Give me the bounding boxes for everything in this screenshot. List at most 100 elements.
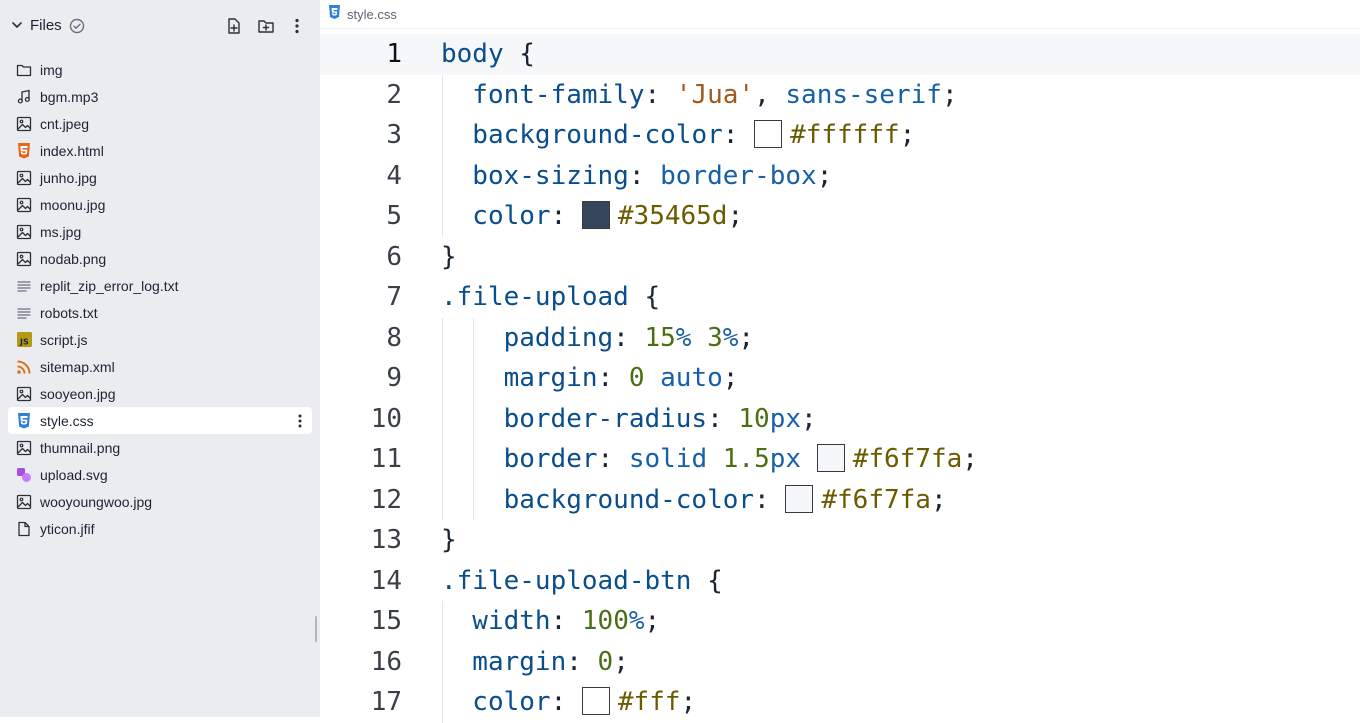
file-tree-item[interactable]: bgm.mp3 bbox=[8, 83, 312, 110]
file-tree-item[interactable]: moonu.jpg bbox=[8, 191, 312, 218]
file-tree-item[interactable]: wooyoungwoo.jpg bbox=[8, 488, 312, 515]
file-name: yticon.jfif bbox=[40, 520, 95, 537]
color-swatch[interactable] bbox=[754, 120, 783, 148]
files-title: Files bbox=[30, 17, 62, 34]
file-tree-item[interactable]: sooyeon.jpg bbox=[8, 380, 312, 407]
color-swatch[interactable] bbox=[785, 484, 814, 513]
image-icon bbox=[16, 170, 32, 186]
indent-guide bbox=[473, 398, 475, 439]
file-tree-item[interactable]: thumnail.png bbox=[8, 434, 312, 461]
code-token: { bbox=[628, 282, 661, 312]
code-token: % bbox=[628, 606, 645, 636]
file-tree-item[interactable]: yticon.jfif bbox=[8, 515, 312, 542]
file-tree-item[interactable]: nodab.png bbox=[8, 245, 312, 272]
color-swatch[interactable] bbox=[581, 687, 610, 715]
code-token: ; bbox=[738, 322, 755, 353]
file-tree-item[interactable]: style.css bbox=[8, 407, 312, 434]
line-content: margin: 0; bbox=[441, 642, 629, 683]
file-tree-item[interactable]: cnt.jpeg bbox=[8, 110, 312, 137]
code-token: : bbox=[613, 322, 645, 353]
indent-guide bbox=[473, 479, 475, 520]
code-token: #fff bbox=[617, 687, 681, 717]
chevron-down-icon[interactable] bbox=[10, 18, 24, 32]
code-token: ; bbox=[930, 484, 947, 515]
new-folder-icon bbox=[258, 20, 274, 33]
code-token bbox=[691, 323, 707, 353]
more-options-button[interactable] bbox=[286, 15, 308, 37]
code-token: { bbox=[691, 565, 723, 596]
line-number: 4 bbox=[386, 160, 402, 191]
new-folder-button[interactable] bbox=[255, 15, 277, 37]
indent-guide bbox=[442, 601, 443, 642]
code-token: 10 bbox=[738, 403, 770, 434]
file-tree-item[interactable]: replit_zip_error_log.txt bbox=[8, 272, 312, 299]
files-panel-header: Files bbox=[0, 10, 320, 42]
color-swatch[interactable] bbox=[816, 444, 845, 472]
line-number: 2 bbox=[386, 79, 402, 110]
indent-guide bbox=[442, 398, 443, 439]
line-content: font-family: 'Jua', sans-serif; bbox=[441, 75, 957, 116]
folder-icon bbox=[16, 62, 32, 78]
code-token: body bbox=[441, 39, 504, 69]
file-tree-item[interactable]: img bbox=[8, 56, 312, 83]
line-number: 9 bbox=[386, 363, 402, 393]
code-token: border-radius bbox=[503, 403, 708, 434]
file-tree-item[interactable]: upload.svg bbox=[8, 461, 312, 488]
file-tree-item[interactable]: ms.jpg bbox=[8, 218, 312, 245]
code-token: : bbox=[550, 201, 582, 231]
file-tree-item[interactable]: sitemap.xml bbox=[8, 353, 312, 380]
code-line[interactable]: 2 font-family: 'Jua', sans-serif; bbox=[320, 74, 1360, 116]
line-number: 12 bbox=[370, 484, 402, 515]
code-token: solid bbox=[628, 444, 708, 474]
check-circle-icon bbox=[68, 17, 86, 35]
code-token: color bbox=[472, 201, 551, 231]
file-name: index.html bbox=[40, 142, 104, 159]
tab-divider bbox=[320, 28, 1360, 29]
indent-guide bbox=[442, 317, 443, 358]
indent-guide bbox=[442, 115, 443, 156]
indent-guide bbox=[473, 358, 475, 399]
editor-tab[interactable]: style.css bbox=[328, 4, 397, 24]
file-tree-item[interactable]: index.html bbox=[8, 137, 312, 164]
file-tree-item[interactable]: robots.txt bbox=[8, 299, 312, 326]
new-file-button[interactable] bbox=[223, 15, 245, 37]
file-name: script.js bbox=[40, 331, 88, 348]
file-options-button[interactable] bbox=[294, 412, 306, 430]
code-line[interactable]: 13} bbox=[320, 520, 1360, 561]
color-swatch[interactable] bbox=[581, 201, 610, 229]
line-content: border: solid 1.5px #f6f7fa; bbox=[441, 439, 978, 480]
sidebar-resize-handle[interactable] bbox=[315, 616, 317, 642]
indent-guide bbox=[442, 682, 443, 723]
line-number: 10 bbox=[370, 403, 402, 434]
file-name: replit_zip_error_log.txt bbox=[40, 277, 179, 294]
code-token: border bbox=[503, 444, 598, 474]
file-tree-item[interactable]: junho.jpg bbox=[8, 164, 312, 191]
code-line[interactable]: 14.file-upload-btn { bbox=[320, 561, 1360, 602]
code-token: color bbox=[472, 687, 551, 717]
code-token: : bbox=[722, 120, 755, 150]
code-token: box-sizing bbox=[472, 160, 629, 191]
code-token: 3 bbox=[707, 322, 723, 353]
indent-guide bbox=[442, 479, 443, 520]
code-line[interactable]: 6} bbox=[320, 237, 1360, 278]
code-token: #ffffff bbox=[790, 120, 900, 150]
code-line[interactable]: 7.file-upload { bbox=[320, 277, 1360, 318]
line-number: 17 bbox=[370, 687, 402, 717]
line-content: .file-upload { bbox=[441, 277, 660, 318]
